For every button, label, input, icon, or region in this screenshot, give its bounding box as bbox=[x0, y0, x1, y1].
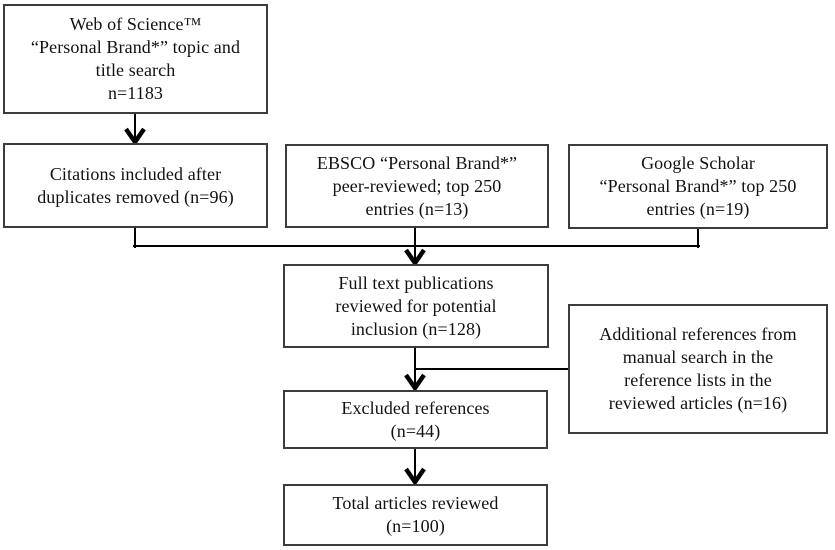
node-web-of-science-label: Web of Science™“Personal Brand*” topic a… bbox=[30, 14, 241, 103]
arrowhead-down-icon bbox=[404, 467, 426, 486]
arrowhead-down-icon bbox=[404, 248, 426, 267]
node-total-articles-label: Total articles reviewed(n=100) bbox=[332, 493, 499, 536]
node-ebsco-label: EBSCO “Personal Brand*”peer-reviewed; to… bbox=[316, 152, 518, 219]
node-total-articles: Total articles reviewed(n=100) bbox=[283, 484, 548, 546]
arrowhead-down-icon bbox=[124, 127, 146, 146]
node-excluded-references-label: Excluded references(n=44) bbox=[341, 397, 490, 441]
arrowhead-down-icon bbox=[404, 373, 426, 392]
node-ebsco: EBSCO “Personal Brand*”peer-reviewed; to… bbox=[285, 144, 549, 228]
node-web-of-science: Web of Science™“Personal Brand*” topic a… bbox=[3, 4, 268, 114]
node-excluded-references: Excluded references(n=44) bbox=[283, 390, 548, 449]
